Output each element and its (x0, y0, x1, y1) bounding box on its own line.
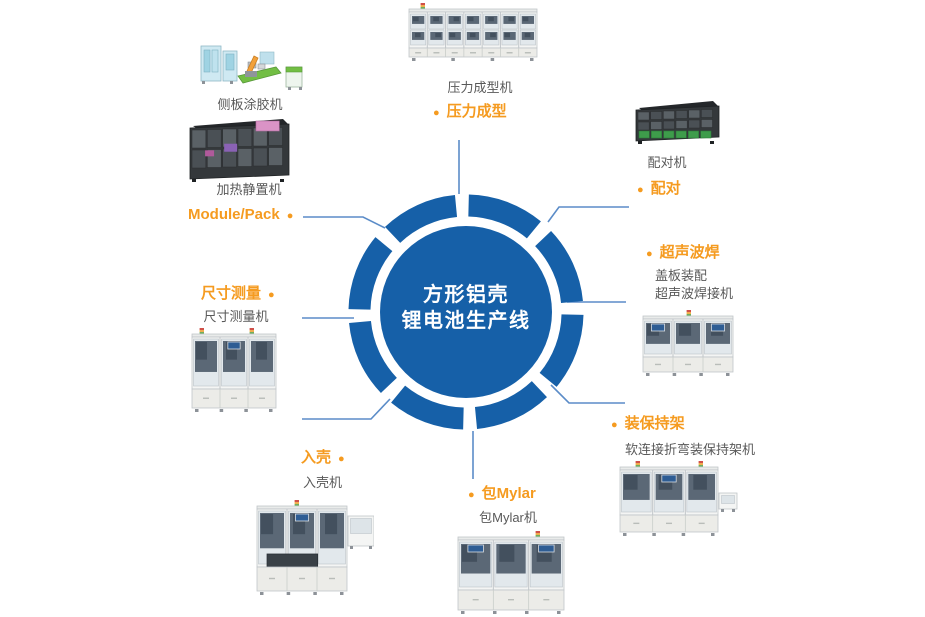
ring-segment (391, 385, 465, 430)
connector-upper-left (303, 216, 386, 229)
station-label-mylar: ● 包Mylar (468, 486, 536, 502)
ring-segment (385, 195, 458, 244)
bullet-icon: ● (268, 288, 275, 301)
ring-segment (467, 194, 541, 239)
bullet-icon: ● (637, 183, 644, 196)
machine-image-measuring (191, 328, 277, 412)
station-label-text: Module/Pack (188, 206, 280, 223)
process-ring (348, 194, 584, 430)
machine-image-pairing (632, 98, 722, 144)
station-label-text: 配对 (650, 180, 681, 197)
machine-name-casing: 入壳机 (303, 475, 343, 490)
machine-image-heating-standing (186, 116, 292, 182)
station-label-casing: 入壳 ● (301, 450, 345, 466)
bullet-icon: ● (338, 452, 345, 465)
machine-name-side-plate-gluing: 侧板涂胶机 (217, 97, 283, 112)
connector-lower-right (550, 384, 625, 404)
machine-name-mylar: 包Mylar机 (479, 510, 537, 525)
station-label-measuring: 尺寸测量 ● (201, 286, 275, 302)
machine-image-retainer (619, 461, 739, 536)
connector-upper-right (547, 206, 629, 223)
machine-name-pressure-forming: 压力成型机 (447, 80, 513, 95)
station-label-pressure-forming: ● 压力成型 (433, 104, 507, 120)
station-label-module-pack: Module/Pack ● (188, 207, 293, 223)
ring-segment (349, 320, 398, 393)
station-label-pairing: ● 配对 (637, 181, 681, 197)
connector-lower-left (302, 398, 391, 420)
bullet-icon: ● (433, 106, 440, 119)
bullet-icon: ● (611, 418, 618, 431)
machine-image-casing (256, 500, 374, 595)
ring-segment (534, 231, 583, 304)
machine-name-pairing: 配对机 (647, 155, 687, 170)
machine-image-side-plate-gluing (200, 40, 306, 90)
station-label-text: 超声波焊 (659, 244, 720, 261)
station-label-text: 尺寸测量 (201, 285, 262, 302)
center-circle (380, 226, 552, 398)
station-label-text: 压力成型 (446, 103, 507, 120)
machine-name-line1: 盖板装配 (655, 268, 708, 283)
center-title: 方形铝壳 锂电池生产线 (402, 282, 531, 334)
ring-segment (348, 237, 393, 311)
ring-segment (474, 380, 547, 429)
machine-image-ultrasonic-welding (642, 310, 734, 376)
machine-name-line2: 超声波焊接机 (655, 286, 734, 301)
ring-segment (539, 313, 584, 387)
machine-image-pressure-forming (408, 3, 538, 61)
bullet-icon: ● (286, 209, 294, 222)
station-label-retainer: ● 装保持架 (611, 416, 685, 432)
station-label-text: 装保持架 (624, 415, 685, 432)
station-label-text: 包Mylar (481, 485, 536, 502)
bullet-icon: ● (646, 247, 653, 260)
center-title-line1: 方形铝壳 (423, 284, 509, 306)
machine-image-mylar (457, 531, 565, 614)
station-label-ultrasonic-welding: ● 超声波焊 (646, 245, 720, 261)
machine-name-ultrasonic-welding: 盖板装配 超声波焊接机 (655, 267, 733, 303)
bullet-icon: ● (468, 488, 475, 501)
machine-name-heating-standing: 加热静置机 (216, 182, 282, 197)
machine-name-measuring: 尺寸测量机 (203, 309, 269, 324)
station-label-text: 入壳 (301, 449, 332, 466)
center-title-line2: 锂电池生产线 (401, 310, 531, 332)
machine-name-retainer: 软连接折弯装保持架机 (625, 442, 756, 457)
